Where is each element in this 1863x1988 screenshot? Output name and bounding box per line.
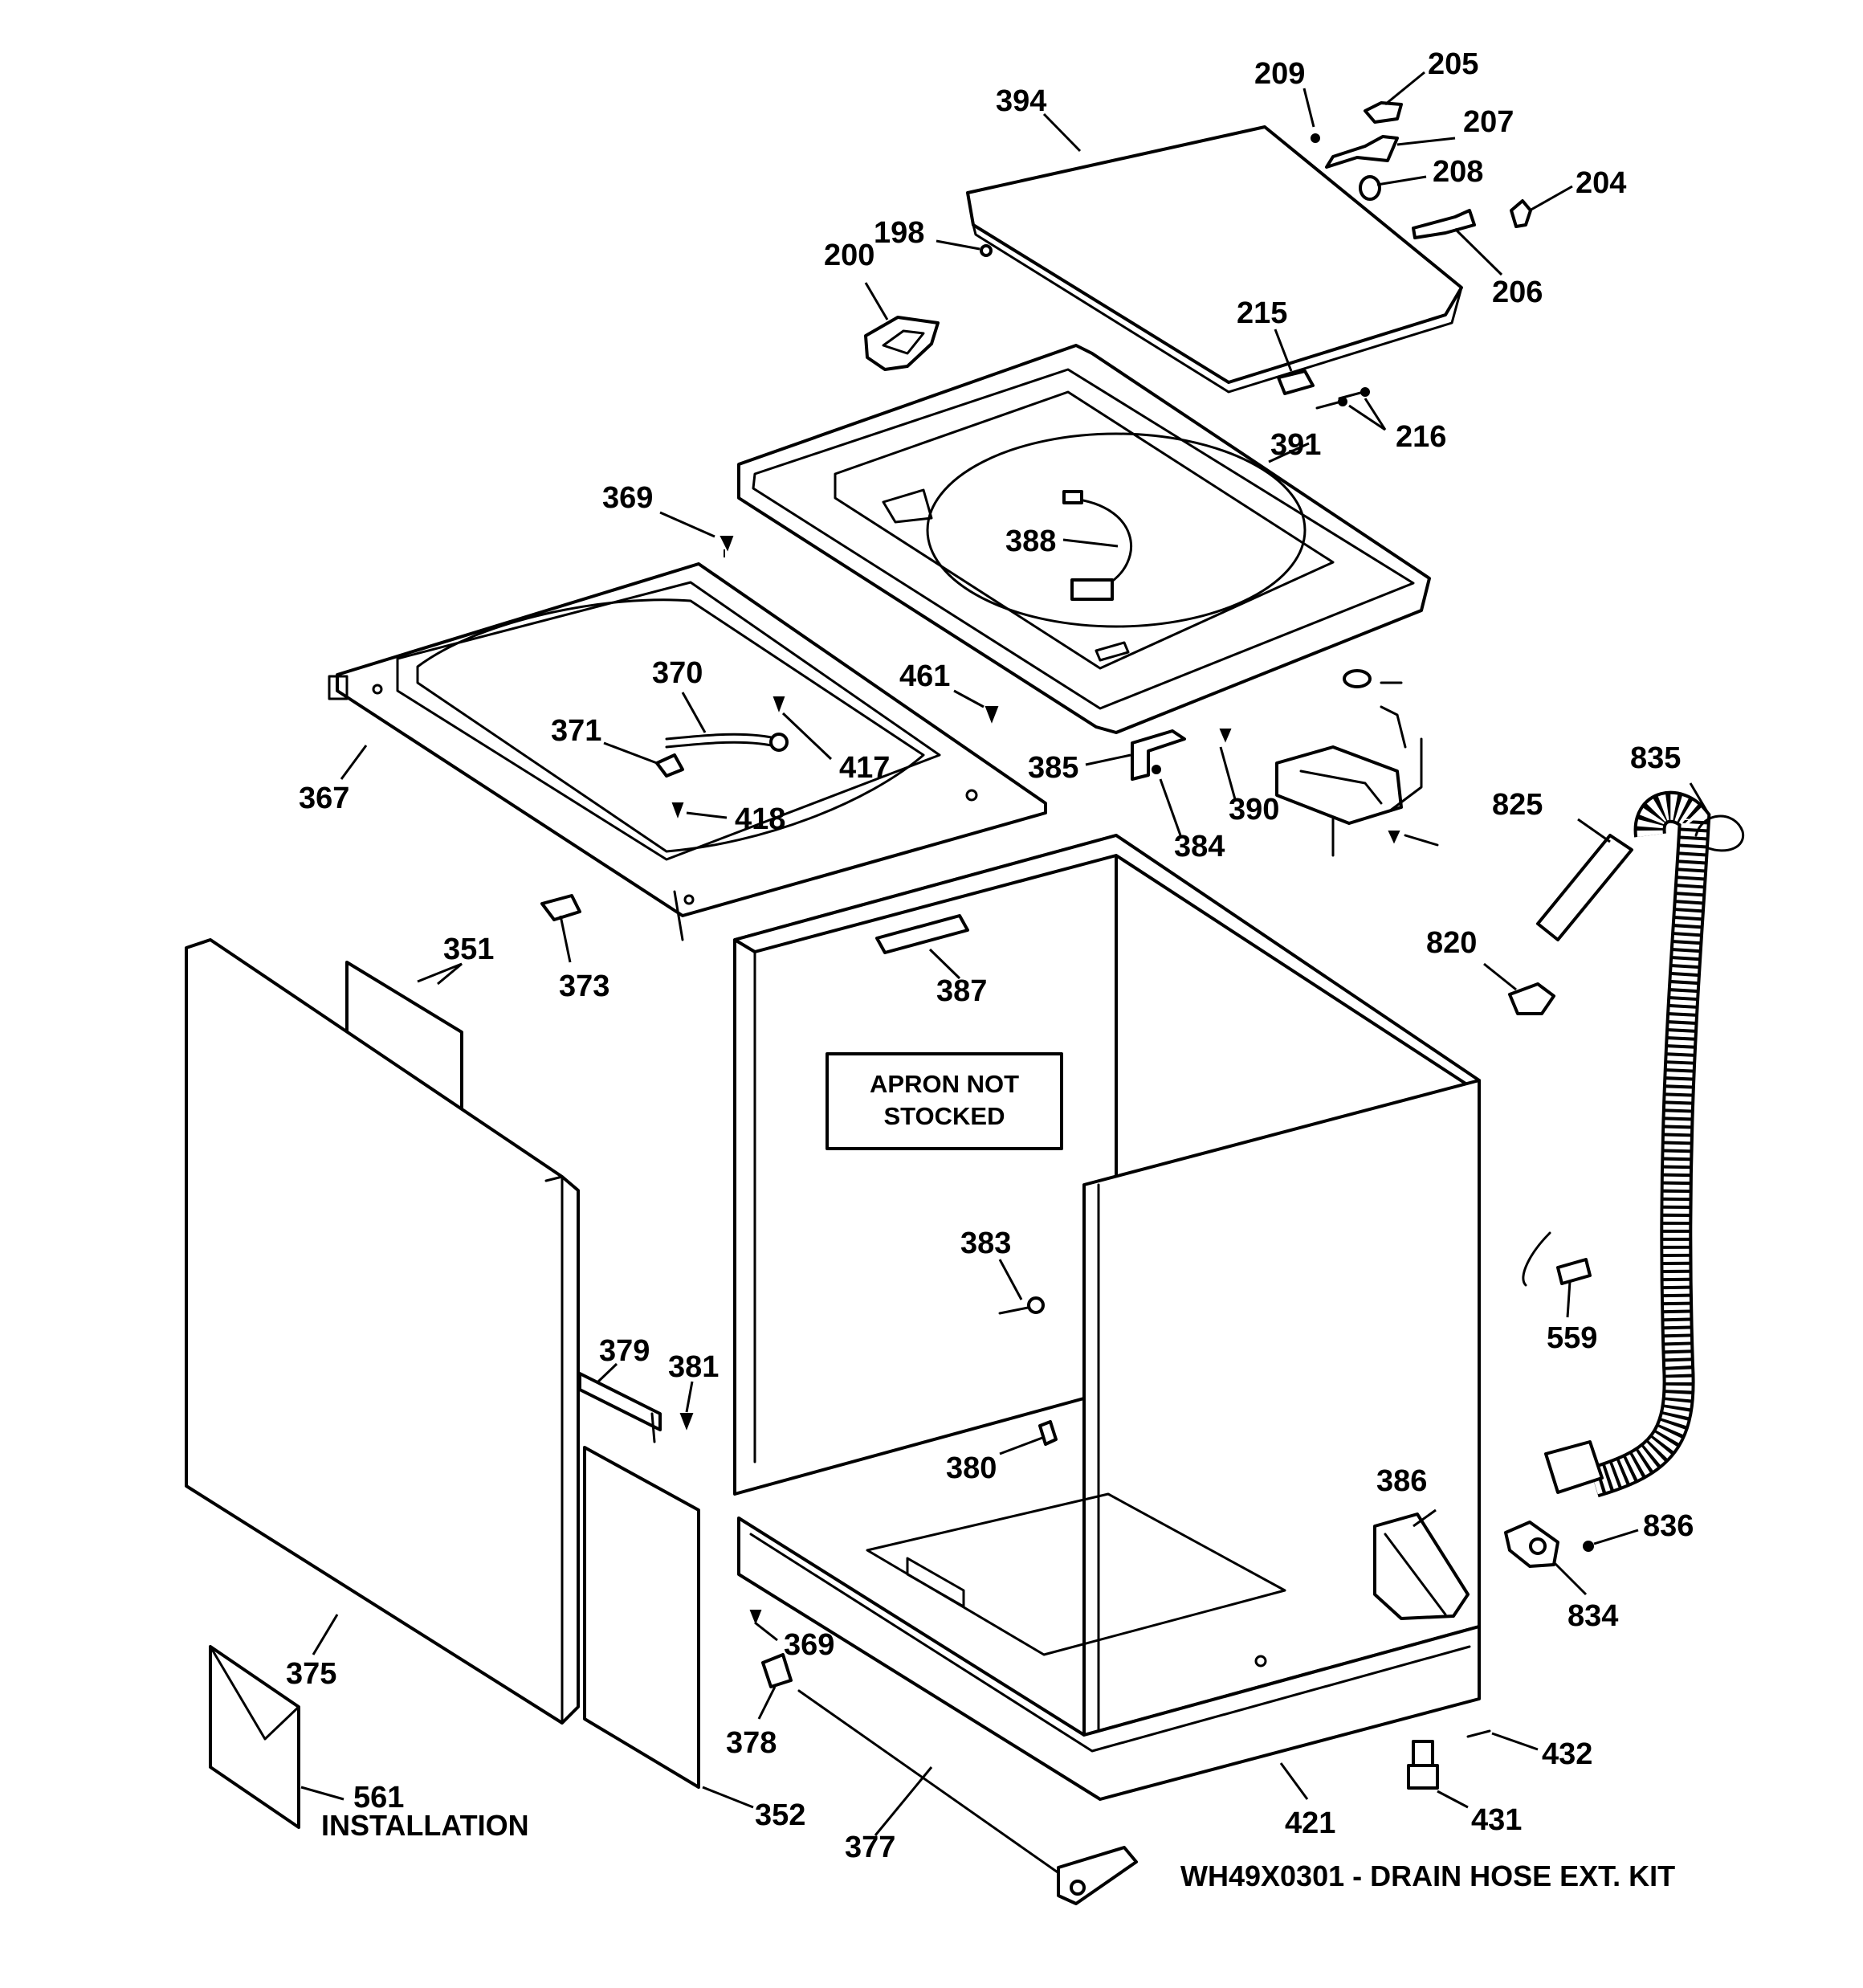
rail-part-379 xyxy=(578,1372,694,1443)
callout-label: 207 xyxy=(1463,105,1514,139)
clip-part-387 xyxy=(875,914,969,954)
callout-label: 834 xyxy=(1567,1599,1618,1633)
callout-label: 377 xyxy=(845,1831,895,1864)
lower-panel-part-352 xyxy=(583,1446,700,1789)
pin-part-383 xyxy=(998,1296,1045,1315)
callout-label: 380 xyxy=(946,1451,997,1485)
callout-label: 561 xyxy=(353,1781,404,1815)
callout-label: 835 xyxy=(1630,741,1681,775)
callout-label: 385 xyxy=(1028,751,1078,785)
callout-label: 381 xyxy=(668,1350,719,1384)
lid-part-394 xyxy=(966,125,1463,394)
cabinet-body xyxy=(733,834,1481,1801)
callout-label: 559 xyxy=(1547,1321,1597,1355)
callout-label: 836 xyxy=(1643,1509,1694,1543)
callout-label: 373 xyxy=(559,970,609,1003)
kit-caption: WH49X0301 - DRAIN HOSE EXT. KIT xyxy=(1180,1859,1675,1892)
callout-label: 394 xyxy=(996,84,1046,118)
callout-label: 418 xyxy=(735,802,785,836)
leveling-leg-part-431 xyxy=(1407,1729,1491,1790)
bracket-part-386 xyxy=(1373,1512,1470,1620)
callout-label: 383 xyxy=(960,1227,1011,1260)
foot-part-378 xyxy=(761,1653,793,1688)
callout-label: 367 xyxy=(299,782,349,815)
screw-461 xyxy=(984,706,999,724)
callout-label: 461 xyxy=(899,659,950,693)
callout-label: 351 xyxy=(443,933,494,966)
callout-label: 391 xyxy=(1270,428,1321,462)
apron-note-line1: APRON NOT xyxy=(870,1070,1019,1098)
callout-label: 204 xyxy=(1576,166,1626,200)
lid-switch-assembly xyxy=(1275,669,1439,857)
callout-label: 825 xyxy=(1492,788,1543,822)
callout-label: 375 xyxy=(286,1657,336,1691)
wire-harness-part-559 xyxy=(1522,1231,1592,1287)
top-cover-part-391 xyxy=(737,344,1431,734)
hinge-hardware xyxy=(980,101,1532,257)
installation-packet-561 xyxy=(209,1645,300,1829)
callout-label: 209 xyxy=(1254,57,1305,91)
callout-labels: 394 209 205 207 208 204 206 198 200 215 … xyxy=(286,47,1694,1864)
callout-label: 369 xyxy=(784,1628,834,1662)
lid-bumper-and-screws xyxy=(1277,369,1370,410)
tub-cover-frame-part-367 xyxy=(328,562,1047,941)
hose-clip-part-820 xyxy=(1508,982,1555,1015)
callout-label: 371 xyxy=(551,714,601,748)
bleach-cup-part-200 xyxy=(864,316,940,371)
drain-hose-part-825 xyxy=(1536,790,1711,1498)
callout-label: 432 xyxy=(1542,1737,1592,1771)
callout-label: 215 xyxy=(1237,296,1287,330)
hose-clamp-part-835 xyxy=(1694,814,1745,852)
installation-label: INSTALLATION xyxy=(321,1809,529,1842)
callout-label: 390 xyxy=(1229,793,1279,827)
callout-leader-lines xyxy=(300,71,1710,1836)
callout-label: 388 xyxy=(1005,525,1056,558)
callout-label: 378 xyxy=(726,1726,777,1760)
callout-label: 198 xyxy=(874,216,924,250)
brace-rod-part-377 xyxy=(797,1689,1138,1905)
callout-label: 369 xyxy=(602,481,653,515)
clip-part-373 xyxy=(540,894,581,921)
clip-part-380 xyxy=(1038,1420,1058,1446)
hose-clamp-assembly xyxy=(655,696,789,818)
callout-label: 206 xyxy=(1492,276,1543,309)
callout-label: 386 xyxy=(1376,1464,1427,1498)
callout-label: 421 xyxy=(1285,1806,1335,1840)
callout-label: 384 xyxy=(1174,830,1225,863)
callout-label: 352 xyxy=(755,1798,805,1832)
front-panel-part-375 xyxy=(185,938,580,1725)
hose-bracket-part-834 xyxy=(1504,1521,1594,1568)
callout-label: 370 xyxy=(652,656,703,690)
callout-label: 216 xyxy=(1396,420,1446,454)
callout-label: 417 xyxy=(839,751,890,785)
callout-label: 200 xyxy=(824,239,874,272)
apron-note-box xyxy=(826,1052,1063,1150)
callout-label: 431 xyxy=(1471,1803,1522,1837)
screw-369-bottom xyxy=(749,1610,762,1625)
callout-label: 379 xyxy=(599,1334,650,1368)
apron-note-line2: STOCKED xyxy=(883,1102,1005,1130)
bracket-part-385 xyxy=(1131,729,1232,781)
callout-label: 208 xyxy=(1433,155,1483,189)
callout-label: 820 xyxy=(1426,926,1477,960)
callout-label: 205 xyxy=(1428,47,1478,81)
screw-369-top xyxy=(720,536,734,557)
callout-label: 387 xyxy=(936,974,987,1008)
